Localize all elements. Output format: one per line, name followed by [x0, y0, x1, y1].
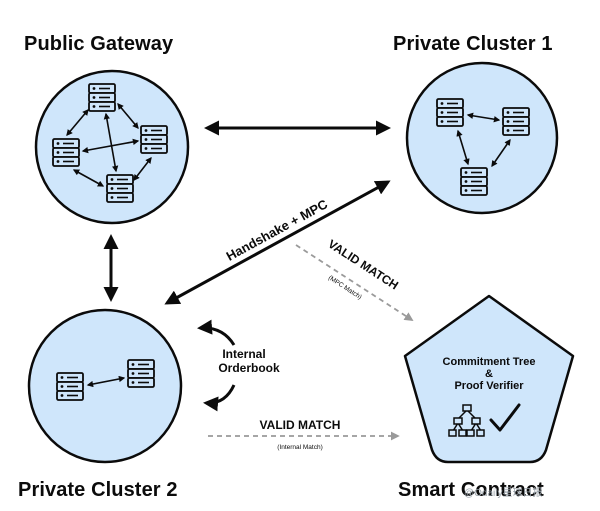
private-cluster-2-title: Private Cluster 2 — [18, 479, 178, 501]
smart-contract-title: Smart Contract — [398, 479, 544, 501]
internal-orderbook-line-1: Internal — [222, 347, 265, 361]
internal-orderbook-line-2: Orderbook — [218, 361, 280, 375]
smart-contract-line-3: Proof Verifier — [454, 380, 524, 392]
checkmark-icon — [489, 403, 521, 432]
server-icon — [502, 107, 530, 136]
server-icon — [460, 167, 488, 196]
handshake-label: Handshake + MPC — [224, 196, 331, 264]
server-icon — [88, 83, 116, 112]
public-gateway-node — [34, 69, 190, 225]
server-icon — [106, 174, 134, 203]
orderbook-arrow-top — [197, 319, 236, 346]
valid-match-internal-sublabel: (Internal Match) — [277, 444, 323, 451]
private-cluster-2-node — [27, 308, 183, 464]
server-icon — [56, 372, 84, 401]
private-cluster-1-node — [405, 61, 559, 215]
smart-contract-line-2: & — [485, 368, 493, 380]
public-gateway-title: Public Gateway — [24, 33, 174, 55]
watermark: @Odaily星球日报 — [464, 488, 543, 499]
smart-contract-line-1: Commitment Tree — [443, 356, 536, 368]
server-icon — [436, 98, 464, 127]
valid-match-mpc-sublabel: (MPC Match) — [327, 274, 363, 301]
server-icon — [140, 125, 168, 154]
handshake-arrow — [164, 180, 391, 305]
smart-contract-node: Commitment Tree & Proof Verifier — [403, 294, 575, 464]
valid-match-internal-label: VALID MATCH — [260, 418, 341, 432]
server-icon — [127, 359, 155, 388]
orderbook-arrow-bottom — [203, 384, 236, 412]
private-cluster-1-title: Private Cluster 1 — [393, 33, 553, 55]
server-icon — [52, 138, 80, 167]
merkle-tree-icon — [448, 404, 485, 437]
